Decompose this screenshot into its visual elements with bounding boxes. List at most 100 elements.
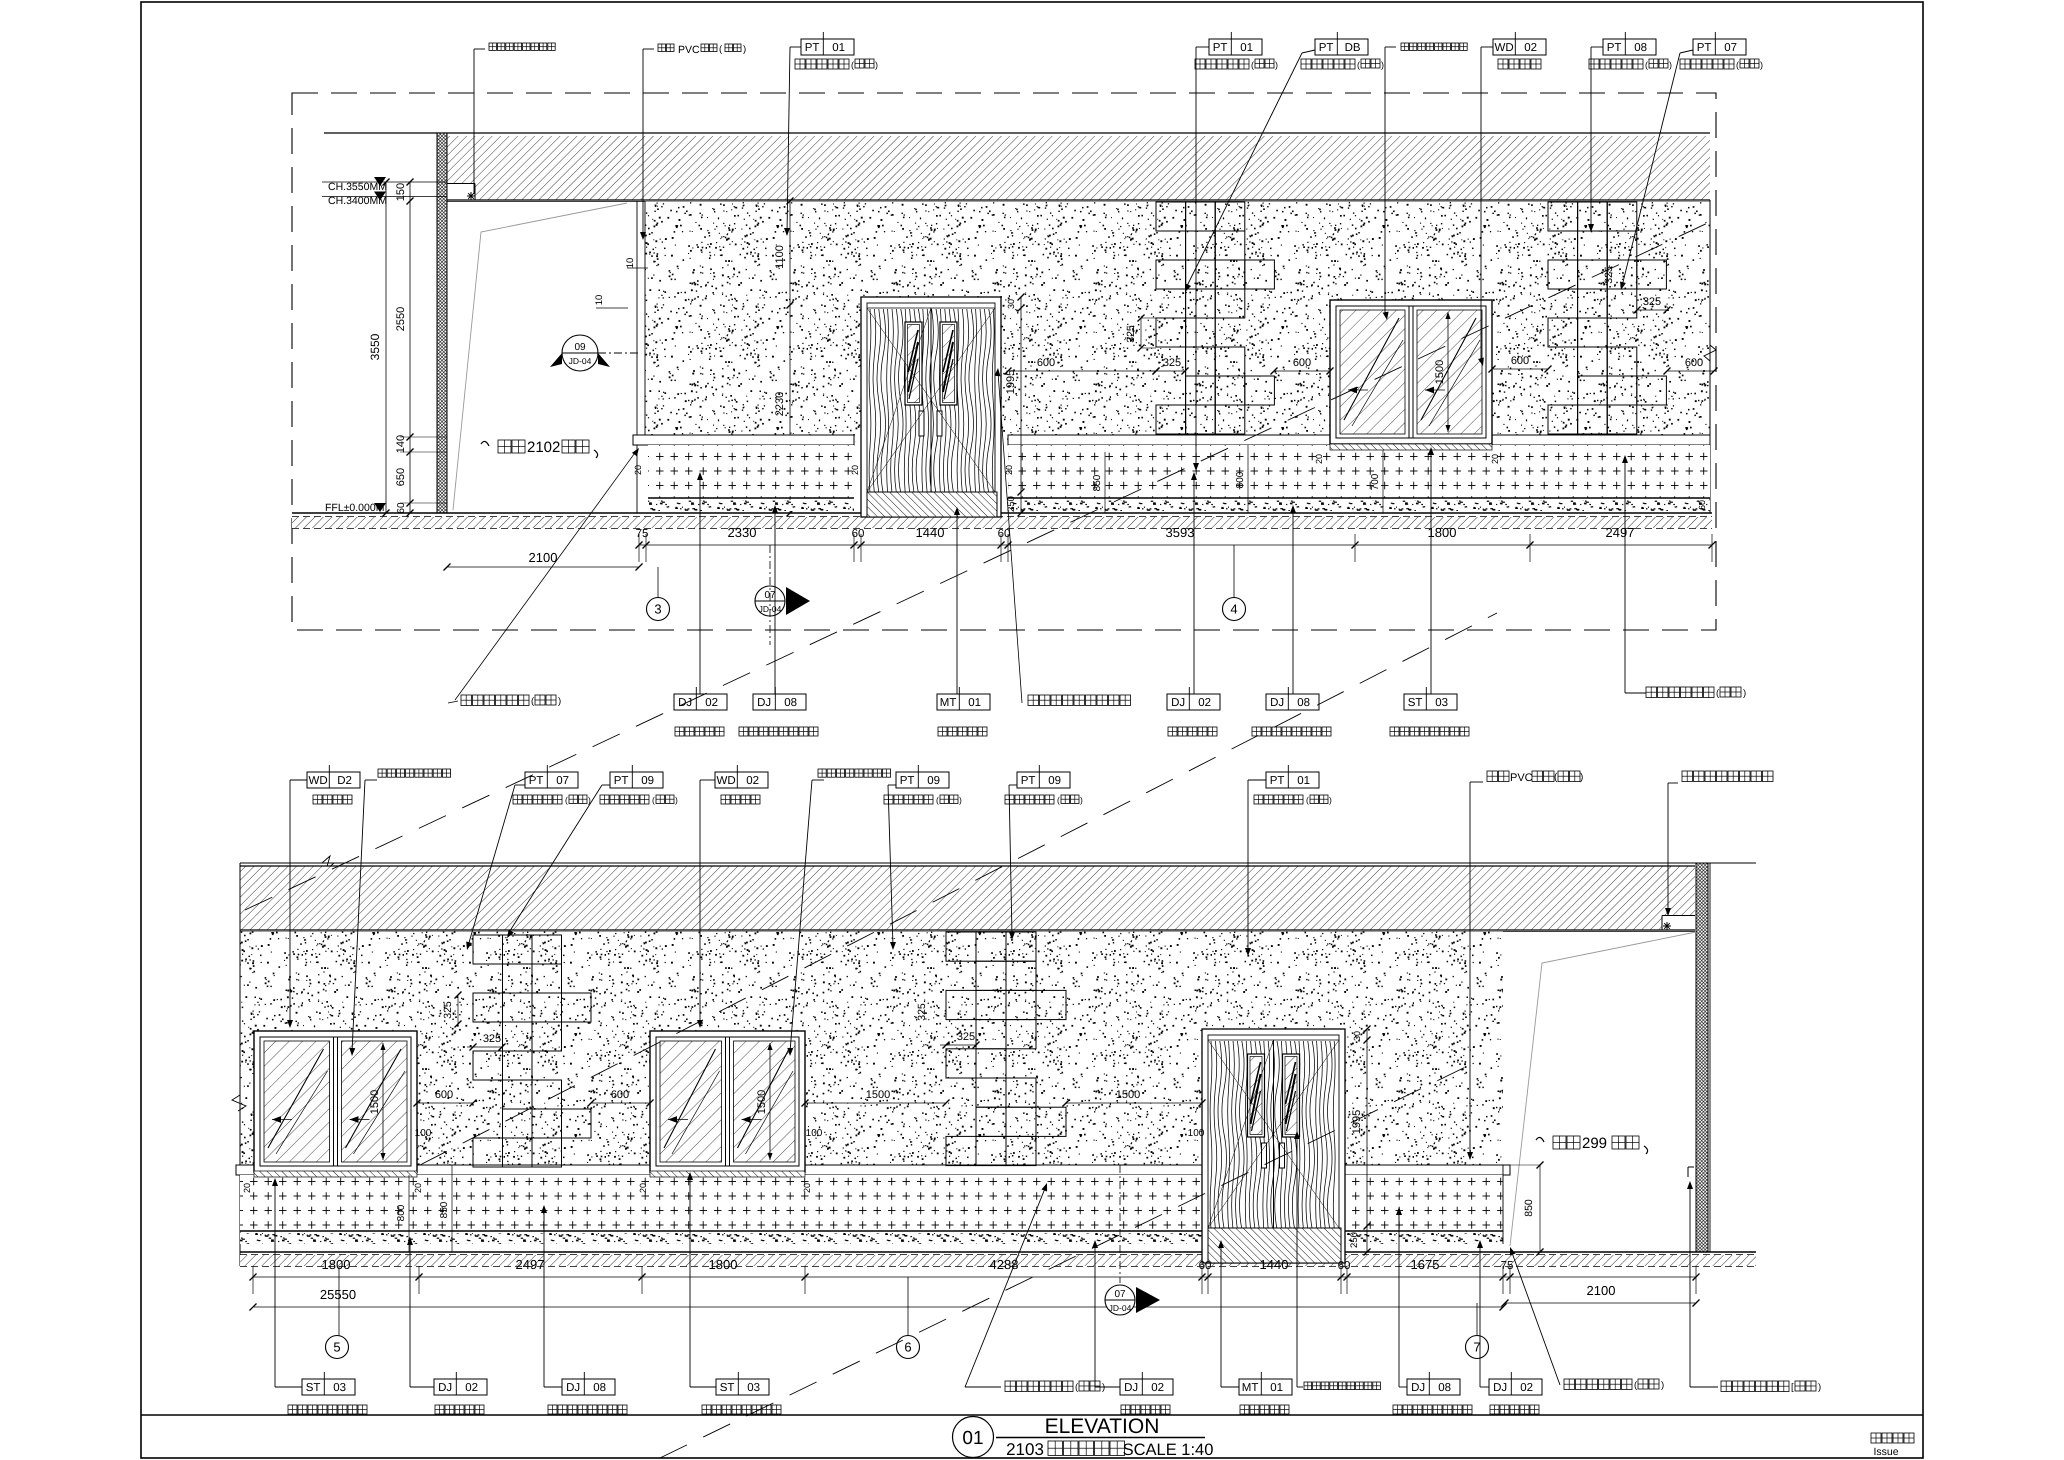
svg-text:20: 20 [1490, 454, 1500, 464]
svg-text:): ) [1381, 60, 1384, 70]
svg-text:1440: 1440 [916, 525, 945, 540]
svg-text:): ) [1818, 1382, 1821, 1393]
svg-text:2497: 2497 [516, 1257, 545, 1272]
svg-text:DJ: DJ [1124, 1382, 1138, 1394]
svg-text:07: 07 [1724, 42, 1737, 54]
svg-text:D2: D2 [337, 775, 352, 787]
svg-text:): ) [875, 60, 878, 70]
svg-text:60: 60 [1697, 500, 1707, 510]
svg-text:60: 60 [998, 528, 1011, 540]
svg-text:25550: 25550 [320, 1287, 356, 1302]
svg-text:FFL±0.000M: FFL±0.000M [325, 502, 384, 514]
svg-text:JD-04: JD-04 [1109, 1303, 1132, 1313]
svg-text:): ) [1080, 795, 1083, 805]
svg-text:DB: DB [1345, 42, 1361, 54]
svg-text:60: 60 [852, 528, 865, 540]
svg-text:): ) [959, 795, 962, 805]
svg-text:325: 325 [1125, 325, 1137, 343]
svg-text:(: ( [936, 795, 939, 805]
svg-text:1800: 1800 [709, 1257, 738, 1272]
svg-text:140: 140 [395, 435, 407, 453]
svg-text:3550: 3550 [368, 333, 382, 360]
svg-text:(: ( [1554, 772, 1558, 783]
svg-text:20: 20 [850, 465, 860, 475]
svg-text:ST: ST [1408, 697, 1423, 709]
svg-text:600: 600 [611, 1089, 629, 1101]
svg-text:02: 02 [1520, 1382, 1533, 1394]
svg-text:): ) [743, 44, 746, 55]
svg-text:850: 850 [439, 1201, 450, 1218]
svg-text:3593: 3593 [1166, 525, 1195, 540]
svg-text:20: 20 [802, 1183, 812, 1193]
svg-text:100: 100 [806, 1128, 823, 1139]
svg-text:02: 02 [1198, 697, 1211, 709]
svg-text:325: 325 [442, 1001, 454, 1019]
svg-text:(: ( [1634, 1380, 1638, 1391]
svg-text:[: [ [1791, 1382, 1794, 1393]
svg-text:08: 08 [784, 697, 797, 709]
svg-text:02: 02 [705, 697, 718, 709]
svg-text:325: 325 [1603, 266, 1615, 284]
svg-text:01: 01 [962, 1428, 983, 1449]
svg-text:2550: 2550 [395, 307, 407, 331]
svg-text:09: 09 [1048, 775, 1061, 787]
svg-text:1440: 1440 [1260, 1257, 1289, 1272]
svg-text:(: ( [1057, 795, 1060, 805]
svg-text:MT: MT [1242, 1382, 1259, 1394]
svg-text:1100: 1100 [774, 245, 786, 269]
svg-text:02: 02 [1151, 1382, 1164, 1394]
svg-text:): ) [1760, 60, 1763, 70]
svg-text:1800: 1800 [322, 1257, 351, 1272]
svg-text:(: ( [1306, 795, 1309, 805]
svg-text:PT: PT [1021, 775, 1036, 787]
svg-text:03: 03 [1435, 697, 1448, 709]
svg-text:Issue: Issue [1873, 1446, 1898, 1458]
svg-text:700: 700 [1370, 473, 1381, 490]
svg-text:PT: PT [1270, 775, 1285, 787]
svg-text:DJ: DJ [1411, 1382, 1425, 1394]
svg-text:2102: 2102 [527, 439, 560, 456]
svg-text:01: 01 [1297, 775, 1310, 787]
svg-text:08: 08 [593, 1382, 606, 1394]
svg-text:PT: PT [614, 775, 629, 787]
svg-text:PVC: PVC [678, 44, 700, 56]
svg-text:08: 08 [1438, 1382, 1451, 1394]
svg-text:100: 100 [415, 1128, 432, 1139]
svg-text:1500: 1500 [866, 1089, 890, 1101]
svg-text:01: 01 [1240, 42, 1253, 54]
svg-text:600: 600 [1293, 357, 1311, 369]
svg-text:100: 100 [1188, 1128, 1205, 1139]
svg-text:2100: 2100 [1587, 1283, 1616, 1298]
svg-text:6: 6 [904, 1340, 911, 1355]
svg-text:PVC: PVC [1510, 772, 1533, 784]
svg-text:1500: 1500 [756, 1090, 768, 1114]
svg-text:2230: 2230 [774, 392, 786, 416]
svg-text:SCALE 1:40: SCALE 1:40 [1123, 1441, 1214, 1459]
svg-text:07: 07 [1114, 1289, 1126, 1300]
svg-text:2330: 2330 [728, 525, 757, 540]
svg-text:PT: PT [1213, 42, 1228, 54]
svg-text:(: ( [565, 795, 568, 805]
svg-text:(: ( [652, 795, 655, 805]
svg-text:ST: ST [306, 1382, 321, 1394]
svg-text:600: 600 [1685, 357, 1703, 369]
svg-text:01: 01 [1270, 1382, 1283, 1394]
svg-text:): ) [1275, 60, 1278, 70]
svg-text:1995: 1995 [1351, 1110, 1363, 1134]
svg-text:325: 325 [483, 1033, 501, 1045]
svg-text:60: 60 [1199, 1260, 1212, 1272]
svg-text:PT: PT [900, 775, 915, 787]
svg-text:325: 325 [1163, 357, 1181, 369]
svg-text:PT: PT [1319, 42, 1334, 54]
svg-text:(: ( [851, 60, 854, 70]
svg-text:1500: 1500 [369, 1090, 381, 1114]
svg-text:(: ( [1736, 60, 1739, 70]
svg-text:20: 20 [413, 1183, 423, 1193]
svg-text:299: 299 [1582, 1135, 1607, 1152]
svg-text:): ) [1329, 795, 1332, 805]
svg-text:PT: PT [529, 775, 544, 787]
svg-text:WD: WD [1495, 42, 1514, 54]
svg-text:20: 20 [1314, 454, 1324, 464]
svg-text:09: 09 [574, 342, 586, 353]
svg-text:(: ( [719, 44, 723, 55]
